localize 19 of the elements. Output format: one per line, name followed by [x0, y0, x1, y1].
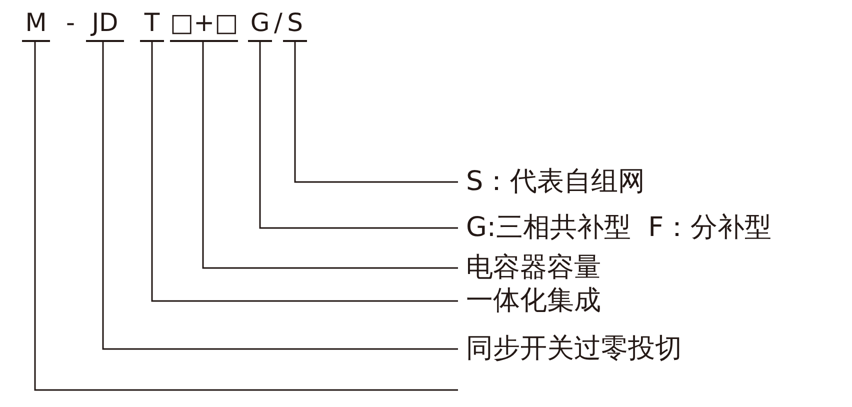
description-text: 一体化集成 — [466, 283, 601, 319]
description-text: G:三相共补型 F：分补型 — [466, 210, 772, 246]
code-letter: JD — [86, 6, 124, 42]
leader-line — [102, 42, 458, 350]
code-letter: S — [283, 6, 307, 42]
code-letter: T — [140, 6, 164, 42]
description-text: 电容器容量 — [466, 250, 601, 286]
code-letter: □+□ — [170, 6, 238, 42]
description-text: S：代表自组网 — [466, 164, 646, 200]
separator-sign: / — [274, 7, 282, 39]
leader-line — [34, 42, 458, 391]
separator-sign: - — [66, 7, 76, 39]
code-letter: M — [22, 6, 50, 42]
description-text: 同步开关过零投切 — [466, 331, 682, 367]
leader-line — [151, 42, 458, 302]
leader-line — [202, 42, 458, 269]
leader-line — [259, 42, 458, 229]
leader-line — [294, 42, 458, 183]
code-letter: G — [248, 6, 272, 42]
